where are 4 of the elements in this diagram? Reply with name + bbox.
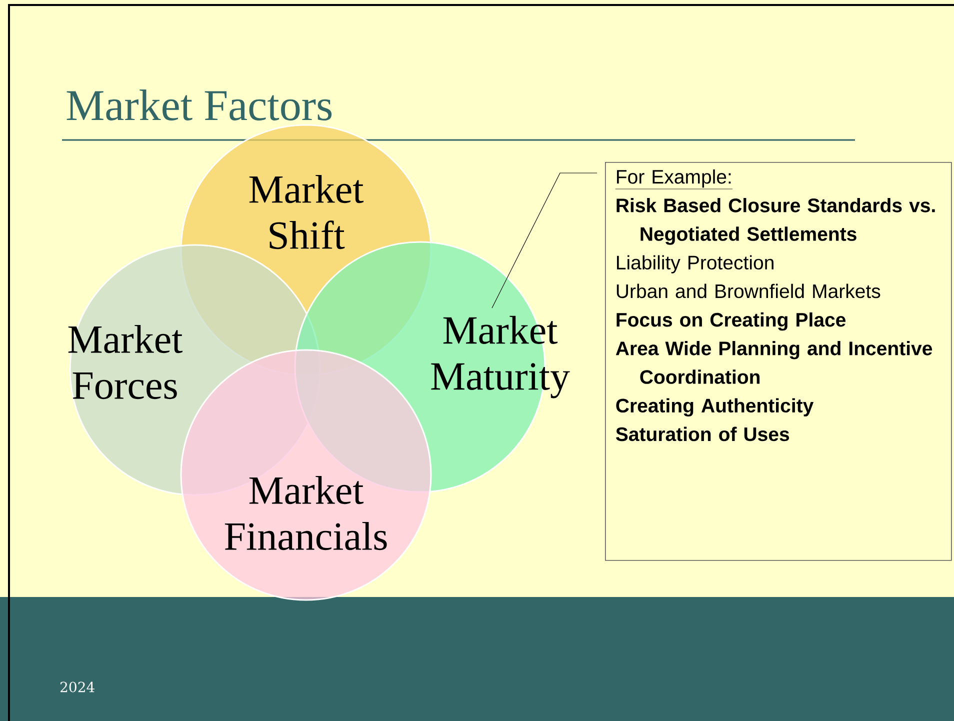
year-label: 2024 xyxy=(60,682,94,692)
text-box: For Example: Risk Based Closure Standards vs. Negotiated Settlements Liability Protection Urban and Brownfield Markets Focus on Creating Place Area Wide Planning and Incentive Coordination Creating Authenticity Saturation of Uses xyxy=(605,162,952,561)
leader-line xyxy=(492,172,598,308)
title: Market Factors xyxy=(66,90,332,120)
